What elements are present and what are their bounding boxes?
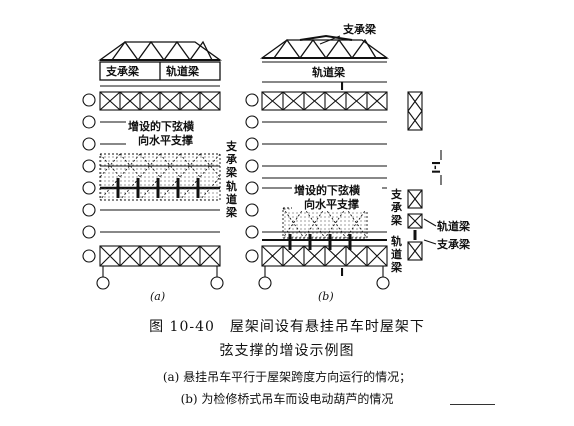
svg-text:梁: 梁	[225, 205, 238, 219]
label-added-bracing-a-1: 增设的下弦横	[128, 119, 195, 133]
label-support-beam-a: 支承梁	[105, 64, 140, 78]
sublabel-a: (a)	[150, 290, 165, 303]
rail-ticks-a	[116, 178, 200, 198]
panel-b: 支承梁 轨道梁 I	[245, 22, 403, 303]
figure-diagram: 支承梁 轨道梁	[82, 22, 471, 303]
section-mark: I-I	[429, 161, 442, 174]
section-view: I-I 轨道梁 支承梁	[407, 91, 471, 261]
rail-ticks-b	[288, 234, 352, 250]
svg-text:承: 承	[226, 152, 238, 166]
corner-mark-line	[450, 404, 495, 405]
label-rail-beam-a: 轨道梁	[166, 64, 200, 78]
section-mark-top: I	[340, 80, 344, 93]
svg-text:道: 道	[226, 192, 237, 206]
top-brace-band-a	[99, 91, 221, 111]
svg-text:轨: 轨	[391, 234, 402, 248]
axis-circles-a	[82, 93, 224, 290]
label-added-bracing-a-2: 向水平支撑	[138, 133, 193, 147]
added-bracing-b	[282, 207, 368, 239]
truss-elevation-b	[259, 34, 390, 60]
side-label-support-b: 支 承 梁	[390, 187, 403, 227]
label-support-beam-b-top: 支承梁	[342, 22, 377, 36]
svg-text:梁: 梁	[225, 165, 238, 179]
top-brace-band-b	[261, 91, 388, 111]
panel-a: 支承梁 轨道梁	[82, 40, 238, 303]
svg-text:支: 支	[225, 139, 238, 153]
svg-text:梁: 梁	[390, 260, 403, 274]
added-bracing-a	[99, 153, 221, 201]
bottom-brace-band-b	[261, 245, 388, 277]
caption-title-line1: 图 10-40 屋架间设有悬挂吊车时屋架下	[149, 319, 425, 335]
rail-beam-box-a: 支承梁 轨道梁	[99, 61, 221, 81]
svg-text:轨: 轨	[226, 179, 237, 193]
bottom-brace-band-a	[99, 245, 221, 277]
svg-text:道: 道	[391, 247, 402, 261]
caption-note-a: (a) 悬挂吊车平行于屋架跨度方向运行的情况；	[162, 370, 412, 384]
axis-circles-b	[245, 93, 390, 290]
sublabel-b: (b)	[318, 290, 334, 303]
label-rail-beam-section: 轨道梁	[437, 219, 471, 233]
svg-text:承: 承	[391, 200, 403, 214]
truss-elevation-a	[97, 40, 223, 62]
caption-title-line2: 弦支撑的增设示例图	[219, 343, 355, 359]
label-rail-beam-b-top: 轨道梁	[312, 65, 346, 79]
side-label-a: 支 承 梁 轨 道 梁	[225, 139, 238, 219]
section-mark-bottom: I	[340, 266, 344, 279]
label-added-bracing-b-1: 增设的下弦横	[294, 183, 361, 197]
side-label-rail-b: 轨 道 梁	[390, 234, 403, 274]
label-support-beam-section: 支承梁	[436, 237, 471, 251]
svg-text:支: 支	[390, 187, 403, 201]
caption-note-b: (b) 为检修桥式吊车而设电动葫芦的情况	[180, 392, 394, 406]
label-added-bracing-b-2: 向水平支撑	[304, 197, 359, 211]
svg-text:梁: 梁	[390, 213, 403, 227]
